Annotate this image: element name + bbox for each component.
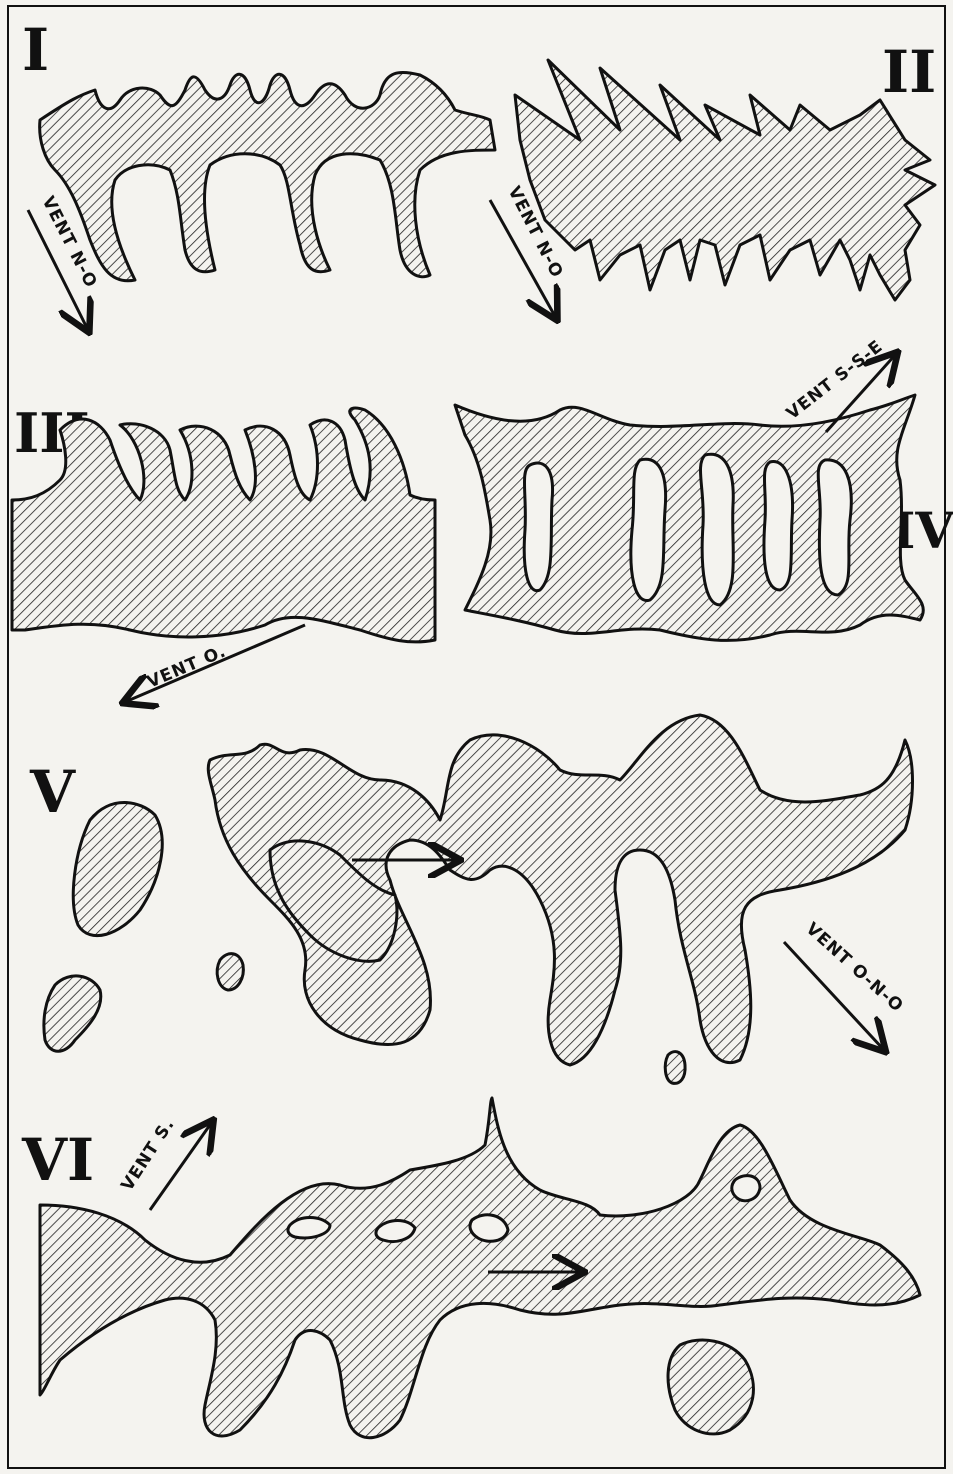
panel-5-blob-2	[44, 976, 101, 1051]
panel-2-shape	[515, 60, 935, 300]
panel-1: I VENT N-O	[22, 16, 495, 330]
panel-5: V VENT O-N-O	[29, 715, 913, 1083]
panel-5-main-shape	[208, 715, 912, 1065]
panel-5-blob-3	[217, 954, 243, 990]
panel-1-shape	[40, 72, 495, 280]
panel-5-label: V	[29, 758, 76, 826]
panel-2: II VENT N-O	[490, 38, 936, 318]
panel-3-shape	[12, 408, 435, 642]
panel-6-label: VI	[21, 1126, 94, 1194]
panel-5-wind-label: VENT O-N-O	[802, 919, 908, 1017]
panel-5-blob-1	[73, 803, 162, 936]
panel-5-blob-4	[665, 1052, 685, 1084]
panel-4-shape	[455, 395, 923, 640]
panel-1-label: I	[22, 16, 49, 84]
panel-6-blob	[668, 1340, 753, 1434]
panel-3: III VENT O.	[12, 401, 435, 702]
panel-2-label: II	[882, 38, 936, 106]
panel-3-wind-label: VENT O.	[144, 641, 229, 692]
panel-6-main-shape	[40, 1098, 920, 1438]
panel-4: IV VENT S-S-E	[455, 336, 953, 640]
panel-6: VI VENT S.	[21, 1098, 920, 1438]
